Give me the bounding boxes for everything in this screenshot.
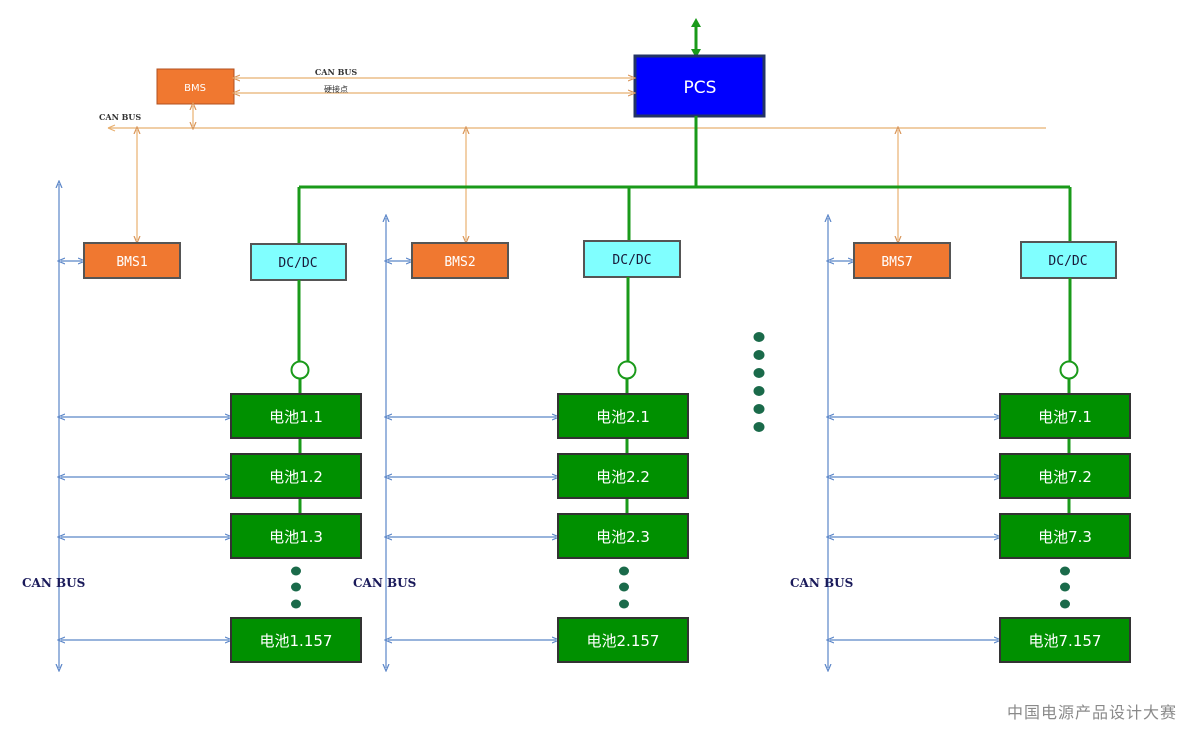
- battery-label: 电池2.157: [587, 632, 660, 650]
- can-bus-main-arrow: [107, 124, 116, 132]
- dcdc7-label: DC/DC: [1048, 254, 1087, 269]
- battery-label: 电池1.1: [269, 408, 323, 426]
- battery-label: 电池7.3: [1038, 528, 1092, 546]
- battery-1-1[interactable]: 电池1.1: [230, 393, 362, 439]
- string-2: CAN BUS BMS2 DC/DC 电池2.1 电池2.2 电池2.3: [353, 218, 689, 668]
- bms1-block[interactable]: BMS1: [83, 242, 181, 279]
- battery-2-2[interactable]: 电池2.2: [557, 453, 689, 499]
- string-7: CAN BUS BMS7 DC/DC 电池7.1 电池7.2 电池7.3: [790, 218, 1131, 668]
- battery-label: 电池7.1: [1038, 408, 1092, 426]
- battery-2-157[interactable]: 电池2.157: [557, 617, 689, 663]
- string2-switch: [617, 360, 637, 380]
- bms2-block[interactable]: BMS2: [411, 242, 509, 279]
- hardwire-link-label: 硬接点: [324, 84, 348, 94]
- battery-label: 电池2.2: [596, 468, 650, 486]
- can-bus-label-7: CAN BUS: [790, 576, 853, 590]
- bms-master-label: BMS: [184, 83, 206, 94]
- strings-ellipsis-dots: [753, 332, 765, 432]
- pcs-block[interactable]: PCS: [633, 54, 766, 118]
- can-bus-label-2: CAN BUS: [353, 576, 416, 590]
- ellipsis-dots: [291, 566, 301, 609]
- battery-label: 电池1.3: [269, 528, 323, 546]
- battery-1-157[interactable]: 电池1.157: [230, 617, 362, 663]
- pcs-label: PCS: [684, 78, 717, 98]
- ellipsis-dots: [1060, 566, 1070, 609]
- bms1-label: BMS1: [116, 255, 147, 270]
- string1-switch: [290, 360, 310, 380]
- battery-7-2[interactable]: 电池7.2: [999, 453, 1131, 499]
- string7-switch: [1059, 360, 1079, 380]
- bms-master-block[interactable]: BMS: [156, 68, 235, 105]
- dcdc1-label: DC/DC: [278, 256, 317, 271]
- battery-label: 电池1.2: [269, 468, 323, 486]
- battery-1-2[interactable]: 电池1.2: [230, 453, 362, 499]
- bms2-label: BMS2: [444, 255, 475, 270]
- can-bus-link-label: CAN BUS: [315, 67, 357, 77]
- dcdc1-block[interactable]: DC/DC: [250, 243, 347, 281]
- battery-label: 电池2.1: [596, 408, 650, 426]
- dcdc2-label: DC/DC: [612, 253, 651, 268]
- bms7-label: BMS7: [881, 255, 912, 270]
- battery-label: 电池1.157: [260, 632, 333, 650]
- battery-label: 电池7.2: [1038, 468, 1092, 486]
- battery-label: 电池7.157: [1029, 632, 1102, 650]
- watermark: 中国电源产品设计大赛: [1006, 703, 1177, 722]
- dcdc2-block[interactable]: DC/DC: [583, 240, 681, 278]
- battery-7-157[interactable]: 电池7.157: [999, 617, 1131, 663]
- battery-7-1[interactable]: 电池7.1: [999, 393, 1131, 439]
- ellipsis-dots: [619, 566, 629, 609]
- battery-2-1[interactable]: 电池2.1: [557, 393, 689, 439]
- battery-7-3[interactable]: 电池7.3: [999, 513, 1131, 559]
- string-1: CAN BUS BMS1 DC/DC 电池1.1 电池1.2 电池1.3: [22, 184, 362, 668]
- battery-2-3[interactable]: 电池2.3: [557, 513, 689, 559]
- can-bus-main-label: CAN BUS: [99, 112, 141, 122]
- can-bus-label-1: CAN BUS: [22, 576, 85, 590]
- bms7-block[interactable]: BMS7: [853, 242, 951, 279]
- battery-1-3[interactable]: 电池1.3: [230, 513, 362, 559]
- dcdc7-block[interactable]: DC/DC: [1020, 241, 1117, 279]
- battery-label: 电池2.3: [596, 528, 650, 546]
